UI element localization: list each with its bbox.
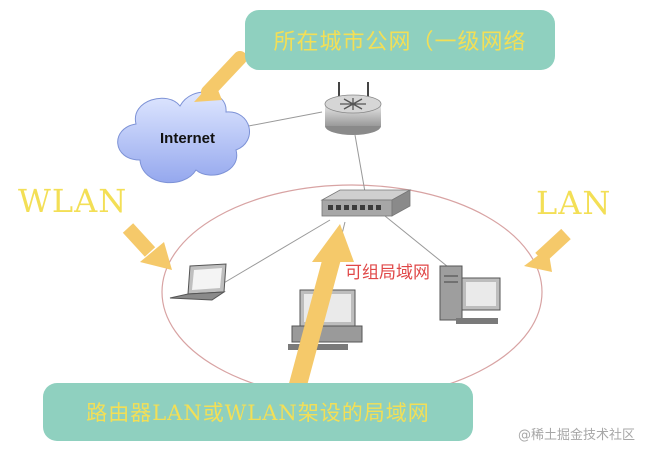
switch-icon <box>320 189 412 217</box>
lan-center-label: 可组局域网 <box>345 263 430 283</box>
internet-label: Internet <box>160 130 216 147</box>
arrow-to-cloud <box>194 51 247 102</box>
top-banner: 所在城市公网（一级网络 <box>245 10 555 70</box>
server-icon <box>439 265 501 324</box>
arrow-wlan <box>122 223 172 270</box>
link-switch-laptop <box>221 219 331 285</box>
watermark: @稀土掘金技术社区 <box>518 428 636 443</box>
wlan-label: WLAN <box>18 182 128 220</box>
link-switch-server <box>384 215 459 276</box>
cloud-icon <box>117 91 250 184</box>
bottom-banner: 路由器LAN或WLAN架设的局域网 <box>43 383 473 441</box>
arrow-lan <box>524 228 571 272</box>
lan-label: LAN <box>536 184 612 222</box>
router-icon <box>324 82 382 135</box>
link-internet-router <box>237 111 323 129</box>
link-router-switch <box>354 134 366 193</box>
arrow-to-switch <box>287 224 354 395</box>
laptop-icon <box>169 263 227 301</box>
